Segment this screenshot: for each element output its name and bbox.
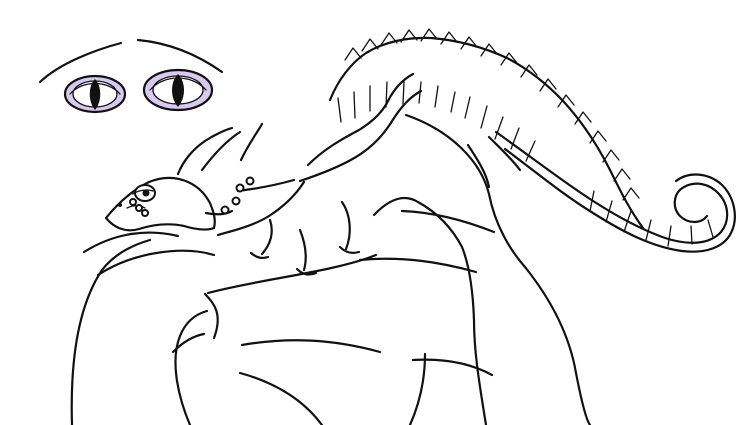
face-spot-2 [135, 204, 143, 212]
wing-membrane-line-4 [238, 371, 324, 425]
face-spot-1 [129, 198, 137, 206]
scale-16 [613, 168, 631, 182]
segment-11 [494, 116, 504, 140]
head-horn-2 [200, 130, 242, 172]
nostril-dot [118, 203, 122, 207]
rear-leg-2 [466, 143, 491, 189]
face-spot-3 [141, 209, 149, 217]
dragon-head [104, 176, 216, 232]
mid-wing-front [174, 309, 209, 425]
right-brow [136, 38, 224, 74]
segment-1 [337, 97, 342, 123]
scale-6 [440, 31, 458, 45]
scale-7 [460, 36, 478, 50]
tail-segment-4 [645, 219, 652, 241]
paw-3 [338, 245, 361, 255]
wing-body-group [70, 113, 592, 425]
head-pupil [142, 189, 150, 197]
scale-4 [400, 29, 418, 43]
left-wing-inner [96, 249, 216, 277]
segment-9 [464, 96, 471, 119]
head-horn-3 [239, 122, 264, 162]
right-eye-icon [142, 68, 214, 112]
segment-13 [525, 140, 536, 162]
paw-2 [295, 267, 318, 276]
spot-4 [245, 176, 255, 186]
left-wing-top [82, 231, 180, 254]
segment-8 [450, 91, 456, 113]
jaw-line [204, 209, 234, 216]
wing-membrane-line-5 [411, 358, 494, 377]
tail-outer [494, 130, 729, 244]
left-eye-icon [63, 74, 127, 114]
segment-7 [434, 85, 439, 108]
segment-4 [385, 81, 388, 108]
scale-15 [602, 149, 620, 163]
scale-5 [420, 28, 438, 42]
tail-segment-7 [707, 219, 714, 238]
shoulder-ridge [206, 253, 378, 295]
neck-mid [298, 89, 423, 183]
segment-2 [353, 91, 356, 119]
scale-12 [557, 94, 575, 108]
inner-crease [171, 332, 206, 354]
segment-10 [480, 105, 488, 129]
segment-6 [418, 81, 422, 104]
tail-segment-6 [690, 225, 693, 245]
scale-13 [574, 111, 592, 125]
spot-2 [220, 205, 230, 215]
eyes-group [38, 38, 224, 114]
scale-11 [539, 78, 557, 92]
neck-back [306, 72, 415, 167]
mid-leg [340, 200, 351, 251]
scale-2 [361, 38, 379, 52]
spine-ridge [328, 36, 645, 230]
scale-14 [589, 130, 607, 144]
wing-membrane-line-2 [358, 257, 478, 274]
scale-1 [344, 47, 362, 61]
left-brow [38, 41, 123, 84]
wing-membrane-line-6 [408, 352, 427, 425]
left-wing-edge [70, 238, 152, 425]
wing-membrane-line-1 [400, 209, 496, 234]
paw-1 [249, 251, 270, 260]
scale-10 [520, 64, 538, 78]
segment-5 [402, 81, 405, 105]
chest-line [216, 180, 306, 237]
segment-12 [510, 127, 520, 150]
head-horn-1 [176, 126, 234, 176]
tail-segment-5 [667, 225, 672, 247]
wing-spike [203, 292, 219, 340]
scale-3 [380, 32, 398, 46]
main-wing-back [523, 265, 592, 425]
scale-8 [480, 43, 498, 57]
main-wing-front [372, 197, 488, 425]
wing-membrane-line-3 [240, 339, 382, 354]
tail-segment-1 [589, 190, 595, 212]
front-leg-right [298, 228, 307, 272]
tail-segment-3 [623, 210, 632, 233]
rear-leg [487, 135, 522, 172]
spot-1 [231, 196, 241, 206]
scale-9 [500, 52, 518, 66]
brow-ridge [132, 189, 154, 195]
upper-wing-arc [404, 113, 527, 269]
front-leg-left [260, 218, 273, 256]
scale-17 [622, 187, 640, 201]
dragon-body-group [104, 28, 736, 276]
spot-3 [235, 183, 245, 193]
tail-segment-2 [605, 200, 613, 223]
tail-inner [503, 147, 736, 253]
